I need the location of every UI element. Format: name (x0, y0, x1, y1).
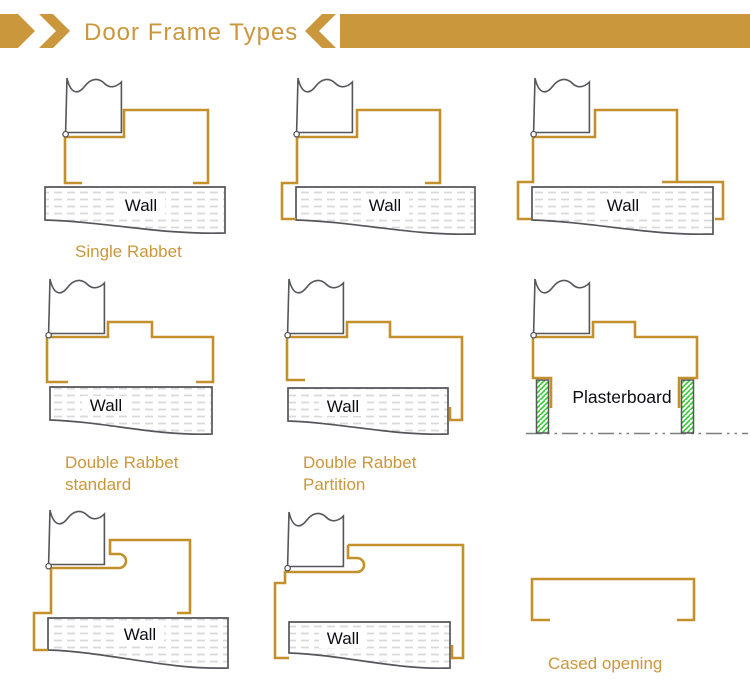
wall-section (49, 386, 213, 436)
chevron-right-icon (39, 14, 70, 48)
frame-profile (285, 320, 464, 422)
diagram-caption: Cased opening (548, 654, 662, 673)
door-leaf (530, 77, 591, 138)
diagram-rounded-rabbet-wrap-both: Wall (273, 511, 465, 670)
diagram-single-rabbet: Wall Single Rabbet (44, 77, 226, 261)
diagram-cased-opening: Cased opening (530, 577, 696, 673)
door-leaf (530, 278, 591, 339)
door-leaf (284, 511, 345, 572)
frame-profile (531, 320, 699, 408)
diagram-double-rabbet-partition: Wall Double Rabbet Partition (284, 278, 464, 494)
diagram-single-rabbet-wrap-both: Wall (516, 77, 725, 236)
door-leaf (45, 509, 106, 570)
wall-section (287, 387, 449, 436)
frame-profile (45, 320, 215, 384)
page-title: Door Frame Types (84, 19, 298, 46)
wall-label: Wall (90, 396, 122, 415)
wall-label: Wall (607, 196, 639, 215)
diagram-caption-line2: standard (65, 475, 131, 494)
diagram-caption-line1: Double Rabbet (303, 453, 417, 472)
diagram-double-rabbet-plasterboard: Plasterboard (526, 278, 748, 435)
door-leaf (293, 77, 354, 138)
frame-profile (280, 108, 442, 221)
diagram-rounded-rabbet-wrap-left: Wall (32, 509, 229, 669)
wall-label: Wall (369, 196, 401, 215)
wall-label-background (319, 629, 367, 648)
chevron-left-icon (305, 14, 336, 48)
wall-label-background (82, 396, 130, 415)
header-banner: Door Frame Types (0, 14, 750, 48)
wall-label-background (599, 196, 647, 215)
diagram-single-rabbet-wrap-left: Wall (280, 77, 476, 236)
door-leaf (284, 278, 345, 339)
wall-label-background (117, 196, 165, 215)
plasterboard-label: Plasterboard (572, 387, 671, 407)
door-leaf (62, 77, 123, 138)
wall-label: Wall (327, 397, 359, 416)
door-leaf (45, 278, 106, 339)
plasterboard-stud-left (535, 379, 550, 434)
wall-label-background (319, 397, 367, 416)
frame-profile (530, 577, 696, 622)
diagram-caption-line1: Double Rabbet (65, 453, 179, 472)
wall-label: Wall (125, 196, 157, 215)
frame-profile (32, 538, 192, 652)
wall-label-background (116, 625, 164, 644)
frame-profile (273, 543, 465, 660)
frame-profile (63, 108, 210, 185)
diagram-caption-line2: Partition (303, 475, 365, 494)
header-bar (340, 14, 750, 48)
plasterboard-stud-right (680, 379, 695, 434)
wall-label-background (361, 196, 409, 215)
diagram-double-rabbet-standard: Wall Double Rabbet standard (45, 278, 215, 494)
arrow-block-right-icon (0, 14, 35, 48)
wall-label: Wall (124, 625, 156, 644)
wall-section (288, 621, 451, 670)
wall-label: Wall (327, 629, 359, 648)
diagram-caption: Single Rabbet (75, 242, 182, 261)
